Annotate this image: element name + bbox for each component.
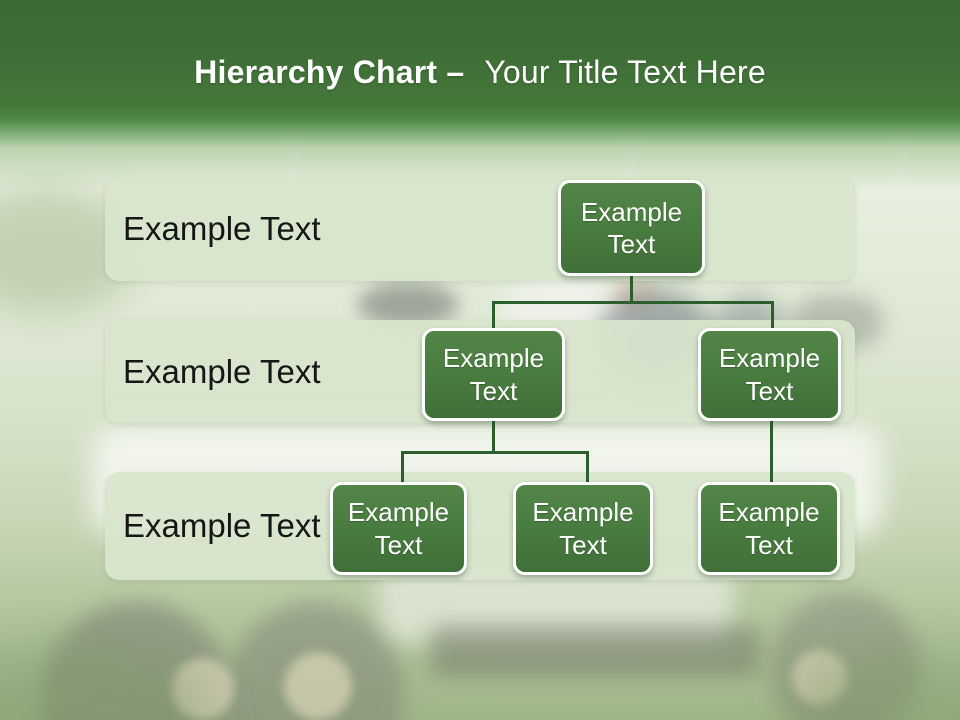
photo-person-blob: [612, 278, 658, 312]
connector-level3-bar: [401, 451, 589, 454]
photo-grass-blob: [790, 650, 960, 720]
node-level3-third: Example Text: [698, 482, 840, 575]
connector-level2-bar: [492, 301, 774, 304]
connector-level3-right: [770, 418, 773, 484]
title-bold-text: Hierarchy Chart –: [194, 54, 465, 90]
photo-tire-blob: [226, 602, 404, 720]
node-level3-second-label: Example Text: [532, 497, 634, 560]
row-label-3: Example Text: [123, 507, 321, 544]
photo-undercarriage-blob: [430, 625, 760, 677]
photo-wheel-hub-blob: [172, 658, 234, 720]
photo-tire-blob: [770, 592, 920, 720]
node-level2-right-label: Example Text: [718, 343, 821, 406]
connector-level3-left: [401, 451, 404, 484]
photo-wheel-hub-blob: [284, 652, 352, 720]
connector-level3-mid: [586, 451, 589, 484]
slide-title: Hierarchy Chart – Your Title Text Here: [0, 54, 960, 91]
photo-tire-blob: [42, 602, 232, 720]
row-band-1: Example Text: [105, 177, 855, 281]
photo-grass-blob: [0, 640, 200, 720]
node-level3-third-label: Example Text: [718, 497, 820, 560]
node-root: Example Text: [558, 180, 705, 276]
photo-wheel-hub-blob: [792, 650, 847, 705]
connector-level3-stub: [492, 418, 495, 454]
node-level2-left: Example Text: [422, 328, 565, 421]
title-banner: [0, 0, 960, 190]
node-level3-first-label: Example Text: [347, 497, 450, 560]
connector-level2-right: [771, 301, 774, 330]
connector-root-stub: [630, 276, 633, 303]
connector-level2-left: [492, 301, 495, 330]
node-level3-second: Example Text: [513, 482, 653, 575]
node-level2-left-label: Example Text: [442, 343, 545, 406]
row-label-1: Example Text: [123, 210, 321, 247]
title-regular-text: Your Title Text Here: [484, 54, 766, 90]
node-level3-first: Example Text: [330, 482, 467, 575]
node-root-label: Example Text: [580, 196, 683, 260]
node-level2-right: Example Text: [698, 328, 841, 421]
row-label-2: Example Text: [123, 352, 321, 390]
